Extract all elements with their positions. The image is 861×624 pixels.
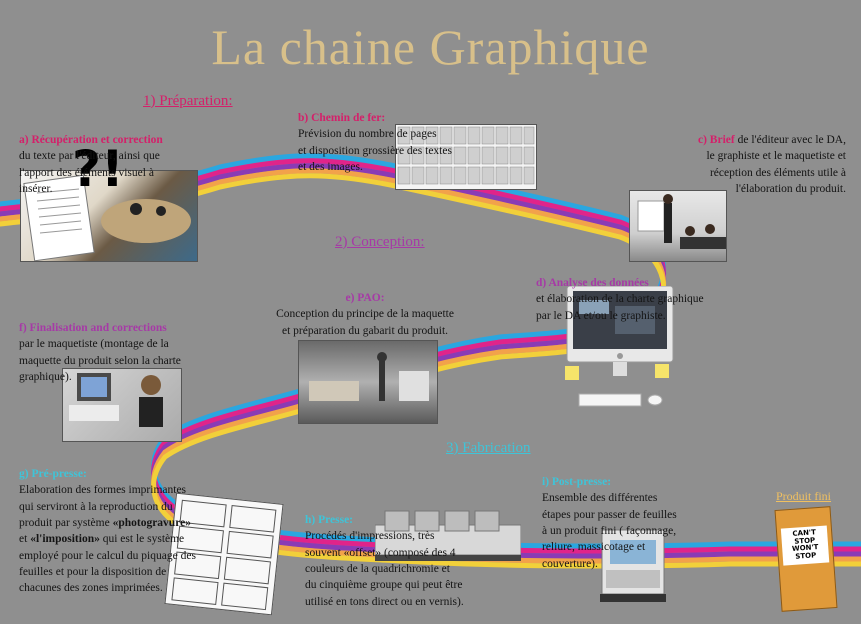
step-b-line: Prévision du nombre de pages — [298, 128, 437, 141]
step-g-line: qui est le système — [102, 533, 185, 546]
step-e-heading: e) PAO: — [345, 292, 385, 304]
step-i: i) Post-presse: Ensemble des différentes… — [542, 474, 742, 572]
step-b: b) Chemin de fer: Prévision du nombre de… — [298, 110, 518, 175]
step-d-heading: d) Analyse des données — [536, 277, 649, 289]
step-g-imposition: «l'imposition» — [30, 533, 100, 546]
step-e-line: et préparation du gabarit du produit. — [281, 324, 449, 337]
step-a: a) Récupération et correction du texte p… — [19, 132, 219, 197]
step-g-line: produit par système — [19, 516, 110, 529]
step-d-line: et élaboration de la charte graphique — [536, 293, 704, 306]
step-d-line: par le DA et/ou le graphiste. — [536, 309, 666, 322]
step-g-line: et — [19, 533, 28, 546]
step-b-line: et disposition grossière des textes — [298, 144, 452, 157]
step-f-line: par le maquetiste (montage de la — [19, 338, 169, 351]
step-c-line: de l'éditeur avec le DA, — [737, 134, 846, 146]
step-i-line: reliure, massicotage et — [542, 541, 646, 554]
step-i-line: à un produit fini ( façonnage, — [542, 524, 677, 537]
imposition-sheet — [164, 492, 284, 616]
step-g-line: chacunes des zones imprimées. — [19, 582, 163, 595]
step-f-line: graphique). — [19, 370, 72, 383]
phase-fabrication: 3) Fabrication — [446, 440, 531, 456]
step-i-line: Ensemble des différentes — [542, 492, 658, 505]
meeting-photo — [629, 190, 727, 262]
step-f-heading: f) Finalisation and corrections — [19, 322, 167, 334]
step-a-heading: a) Récupération et correction — [19, 134, 163, 146]
step-h-heading: h) Presse: — [305, 514, 354, 526]
step-b-line: et des images. — [298, 160, 363, 173]
flatplan-thumbnails — [395, 124, 537, 190]
step-a-line: insérer. — [19, 182, 53, 195]
maquettiste-photo — [62, 368, 182, 442]
step-h: h) Presse: Procédés d'impressions, très … — [305, 512, 525, 610]
offset-press-machine — [374, 503, 522, 563]
final-product-label: Produit fini — [776, 489, 832, 503]
step-h-line: couleurs de la quadrichromie et — [305, 562, 450, 575]
step-i-line: couverture). — [542, 557, 598, 570]
document-photo — [20, 170, 198, 262]
imac-computer — [565, 285, 677, 416]
step-c-line: réception des éléments utile à — [709, 166, 846, 179]
step-c-line: l'élaboration du produit. — [735, 182, 846, 195]
phase-conception: 2) Conception: — [335, 234, 425, 250]
step-g-line: feuilles et pour la disposition de — [19, 565, 167, 578]
finishing-machine — [596, 526, 670, 606]
final-product-box-text: CAN'T STOP WON'T STOP — [780, 525, 830, 566]
step-g-heading: g) Pré-presse: — [19, 468, 87, 480]
step-b-heading: b) Chemin de fer: — [298, 112, 386, 124]
step-e-line: Conception du principe de la maquette — [276, 308, 454, 321]
step-i-heading: i) Post-presse: — [542, 476, 612, 488]
step-g-line: Elaboration des formes imprimantes — [19, 484, 187, 497]
step-d: d) Analyse des données et élaboration de… — [536, 275, 766, 324]
phase-preparation: 1) Préparation: — [143, 93, 233, 109]
step-c-heading: c) Brief — [698, 134, 735, 146]
pao-office-photo — [298, 340, 438, 424]
question-exclamation-icon: ?! — [72, 140, 124, 198]
step-f: f) Finalisation and corrections par le m… — [19, 320, 244, 385]
step-e: e) PAO: Conception du principe de la maq… — [246, 290, 484, 339]
step-g: g) Pré-presse: Elaboration des formes im… — [19, 466, 259, 597]
step-g-line: qui serviront à la reproduction du — [19, 500, 173, 513]
step-h-line: souvent «offset» (composé des 4 — [305, 546, 456, 559]
step-i-line: étapes pour passer de feuilles — [542, 508, 677, 521]
step-c: c) Brief de l'éditeur avec le DA, le gra… — [636, 132, 846, 197]
step-f-line: maquette du produit selon la charte — [19, 354, 181, 367]
step-a-line: du texte par l'éditeur, ainsi que — [19, 150, 160, 163]
final-product-box: CAN'T STOP WON'T STOP — [774, 506, 838, 612]
page-title: La chaine Graphique — [211, 19, 650, 75]
step-g-photogravure: «photogravure» — [112, 516, 191, 529]
step-c-line: le graphiste et le maquetiste et — [706, 150, 846, 163]
step-h-line: utilisé en tons direct ou en vernis). — [305, 595, 464, 608]
step-h-line: du cinquième groupe qui peut être — [305, 579, 463, 592]
step-g-line: employé pour le calcul du piquage des — [19, 549, 196, 562]
step-a-line: l'apport des éléments visuel à — [19, 166, 154, 179]
step-h-line: Procédés d'impressions, très — [305, 530, 435, 543]
